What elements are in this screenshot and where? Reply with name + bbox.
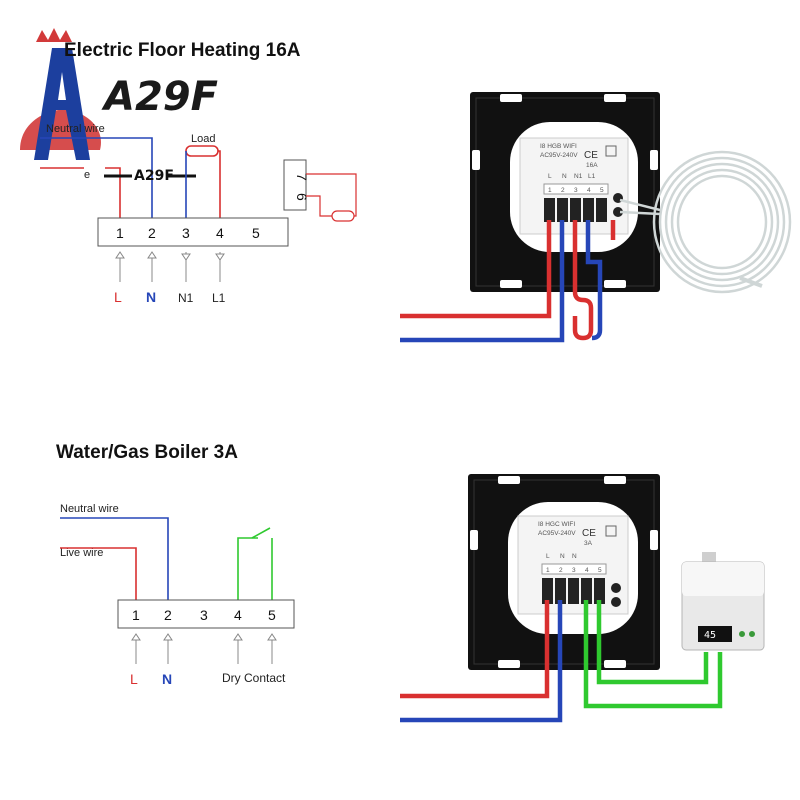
s1-pin-l1: L1	[212, 291, 226, 305]
s2-relay-switch-icon	[251, 527, 271, 539]
crown-icon	[36, 28, 72, 42]
s1-dev-num-5: 5	[600, 187, 604, 194]
s2-pin-dry-contact: Dry Contact	[222, 671, 286, 685]
s2-live-line	[60, 547, 137, 600]
s2-terminal-5: 5	[268, 607, 276, 623]
section1-schematic: Neutral wire e A29F Load 1 2 3 4 5 L N N…	[40, 123, 357, 305]
s2-terminal-2: 2	[164, 607, 172, 623]
s1-device-ce: CE	[584, 150, 598, 161]
s2-wires	[400, 600, 723, 723]
s1-device-voltage: AC95V-240V	[540, 152, 578, 159]
s2-thermostat-device: I8 HGC WIFI AC95V-240V 3A CE L N N 1 2 3…	[468, 474, 660, 670]
logo-text: A29F	[101, 74, 218, 120]
brand-logo: A29F	[20, 28, 218, 160]
s1-neutral-wire-label: Neutral wire	[46, 123, 105, 135]
s1-terminal-2: 2	[148, 225, 156, 241]
s2-live-wire-label: Live wire	[60, 547, 103, 559]
s2-terminal-block	[117, 599, 295, 629]
s2-device-voltage: AC95V-240V	[538, 530, 576, 537]
s1-dev-num-1: 1	[548, 187, 552, 194]
s2-dev-num-1: 1	[546, 567, 550, 574]
s2-dev-num-4: 4	[585, 567, 589, 574]
s1-pin-l: L	[114, 289, 122, 305]
s2-dev-pin-n: N	[560, 553, 565, 560]
s1-pin-n: N	[146, 289, 156, 305]
boiler-display-value: 45	[704, 630, 716, 641]
s2-terminal-4: 4	[234, 607, 242, 623]
s1-dev-num-4: 4	[587, 187, 591, 194]
s2-neutral-line	[60, 517, 169, 600]
s2-device-ce: CE	[582, 528, 596, 539]
s1-neutral-line	[40, 137, 153, 218]
s1-device-rating: 16A	[586, 162, 598, 169]
s1-load-resistor	[185, 145, 219, 157]
s2-pin-l: L	[130, 671, 138, 687]
s1-terminal-5: 5	[252, 225, 260, 241]
s2-neutral-wire-label: Neutral wire	[60, 503, 119, 515]
s2-dev-num-2: 2	[559, 567, 563, 574]
s1-pin-n1: N1	[178, 291, 194, 305]
s1-live-wire-label: e	[84, 169, 90, 181]
s2-device-model: I8 HGC WIFI	[538, 521, 575, 528]
s2-dev-num-3: 3	[572, 567, 576, 574]
s1-dev-num-3: 3	[574, 187, 578, 194]
s1-terminal-3: 3	[182, 225, 190, 241]
s2-dry-contact-left	[237, 537, 258, 600]
s1-dev-pin-n1: N1	[574, 173, 583, 180]
s2-dev-pin-l: L	[546, 553, 550, 560]
s2-pin-n: N	[162, 671, 172, 687]
s2-dev-pin-n2: N	[572, 553, 577, 560]
s1-thermostat-device: I8 HGB WIFI AC95V-240V 16A CE L N N1 L1 …	[470, 92, 660, 292]
s1-dev-num-2: 2	[561, 187, 565, 194]
s2-device-rating: 3A	[584, 540, 593, 547]
logo-letter-a	[34, 48, 90, 160]
s1-temp-sensor-icon	[331, 210, 355, 222]
s1-terminal-7: 7	[294, 173, 310, 181]
section1-title: Electric Floor Heating 16A	[64, 40, 301, 61]
s1-dev-pin-l: L	[548, 173, 552, 180]
s1-dev-pin-n: N	[562, 173, 567, 180]
s1-sensor-terminals	[283, 159, 307, 211]
s1-terminal-4: 4	[216, 225, 224, 241]
section2-schematic: Neutral wire Live wire 1 2 3 4 5 L N Dry…	[60, 503, 295, 687]
s1-temp-sensor-cable	[619, 150, 792, 294]
s1-wires	[400, 220, 616, 343]
boiler-icon: 45	[681, 552, 765, 651]
s2-dev-num-5: 5	[598, 567, 602, 574]
s2-terminal-1: 1	[132, 607, 140, 623]
s1-dev-pin-l1: L1	[588, 173, 596, 180]
s1-device-model: I8 HGB WIFI	[540, 143, 577, 150]
s1-terminal-6: 6	[294, 193, 310, 201]
section2-title: Water/Gas Boiler 3A	[56, 442, 238, 463]
boiler-display	[698, 626, 732, 642]
s1-load-label: Load	[191, 133, 215, 145]
s1-terminal-1: 1	[116, 225, 124, 241]
s1-live-line	[105, 167, 121, 218]
s1-terminal-block	[97, 217, 289, 247]
s1-switch-label: A29F	[134, 168, 174, 184]
s2-terminal-3: 3	[200, 607, 208, 623]
